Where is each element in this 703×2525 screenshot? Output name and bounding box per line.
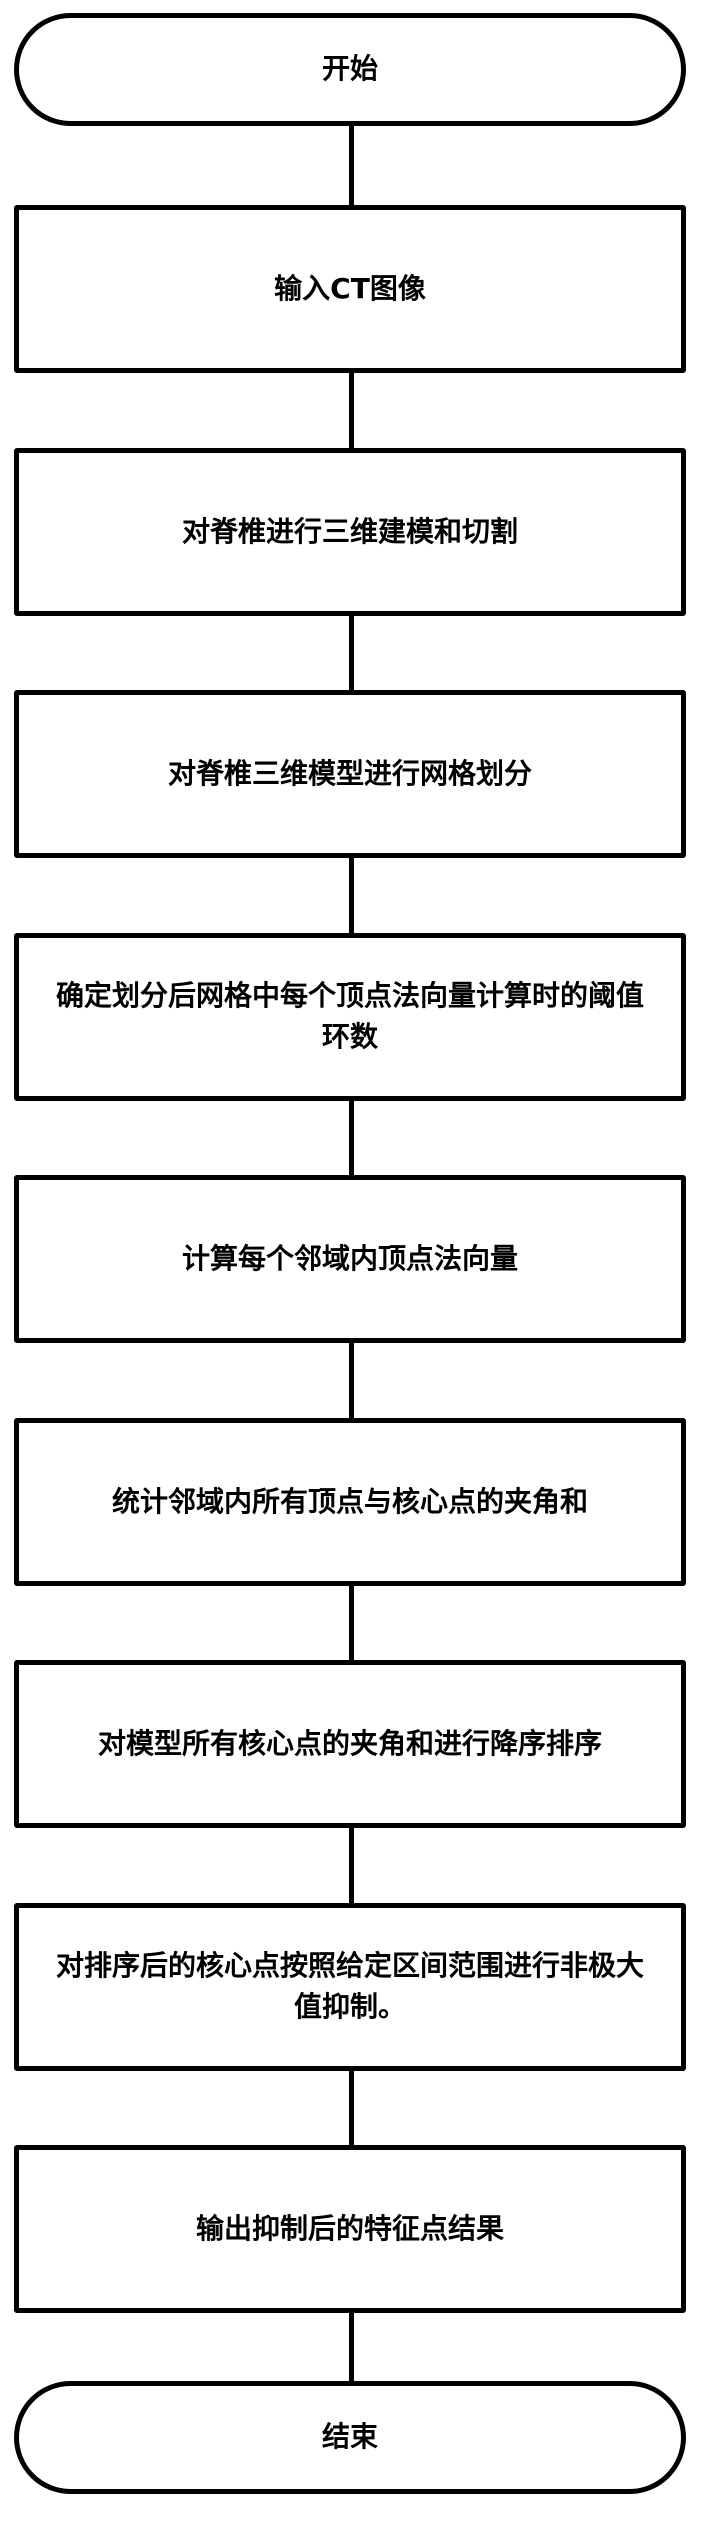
connector-line [349,1101,354,1175]
connector-line [349,1828,354,1903]
connector-line [349,1343,354,1418]
connector-line [349,616,354,690]
connector-line [349,858,354,933]
process-step: 对脊椎进行三维建模和切割 [14,448,686,616]
process-step: 计算每个邻域内顶点法向量 [14,1175,686,1343]
start-node: 开始 [14,13,686,126]
connector-line [349,1586,354,1660]
process-step: 输出抑制后的特征点结果 [14,2145,686,2313]
process-step: 对脊椎三维模型进行网格划分 [14,690,686,858]
connector-line [349,2313,354,2381]
connector-line [349,126,354,205]
connector-line [349,2071,354,2145]
process-step: 输入CT图像 [14,205,686,373]
connector-line [349,373,354,448]
end-node: 结束 [14,2381,686,2494]
process-step: 对排序后的核心点按照给定区间范围进行非极大值抑制。 [14,1903,686,2071]
process-step: 统计邻域内所有顶点与核心点的夹角和 [14,1418,686,1586]
process-step: 对模型所有核心点的夹角和进行降序排序 [14,1660,686,1828]
process-step: 确定划分后网格中每个顶点法向量计算时的阈值环数 [14,933,686,1101]
